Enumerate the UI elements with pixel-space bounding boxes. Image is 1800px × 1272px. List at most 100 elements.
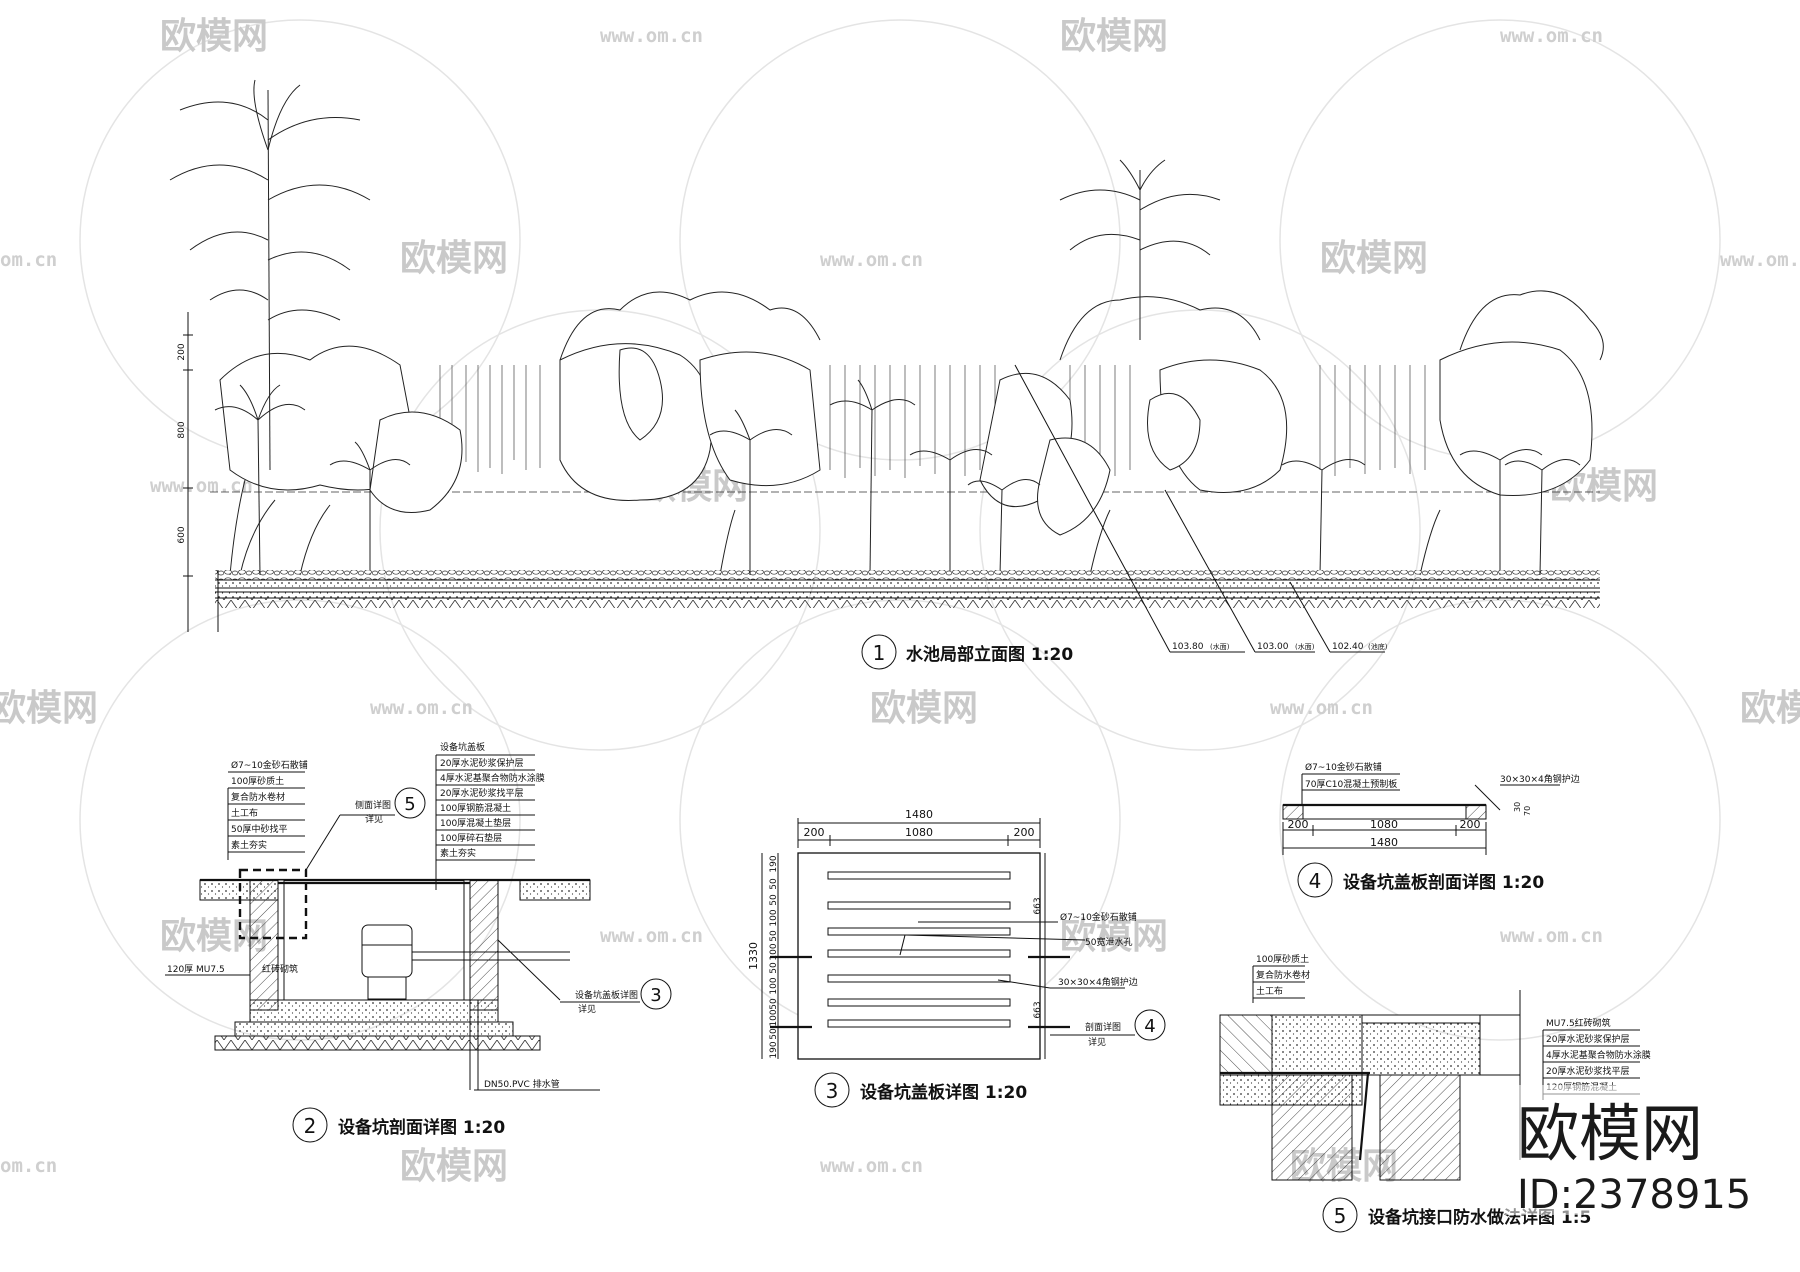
svg-text:50: 50 [769,962,779,974]
svg-text:100: 100 [769,977,779,994]
svg-text:100: 100 [769,943,779,960]
svg-text:复合防水卷材: 复合防水卷材 [1256,969,1310,981]
svg-text:土工布: 土工布 [231,807,258,819]
svg-text:20厚水泥砂浆保护层: 20厚水泥砂浆保护层 [440,757,523,769]
cover-plate-section-figure: Ø7~10金砂石散铺 70厚C10混凝土预制板 30×30×4角钢护边 30 7… [1282,761,1580,898]
watermark-url: www.om.cn [820,1155,923,1177]
waterproof-joint-detail-figure: 100厚砂质土 复合防水卷材 土工布 MU7.5红砖砌筑 20厚水泥砂浆保护层 [1219,953,1651,1233]
watermark-url: www.om.cn [1720,249,1800,271]
dim-right-bottom: 663 [1033,1001,1043,1018]
brand-stamp: 欧模网 ID:2378915 [1505,1085,1751,1218]
svg-text:200: 200 [1014,826,1035,839]
svg-text:素土夯实: 素土夯实 [440,847,476,859]
ref3-text-1: 设备坑盖板详图 [575,989,638,1001]
ref4-num: 4 [1144,1016,1155,1037]
figure-number: 1 [873,641,886,665]
svg-text:30×30×4角钢护边: 30×30×4角钢护边 [1058,976,1138,988]
svg-text:设备坑盖板: 设备坑盖板 [440,741,485,753]
watermark-url: www.om.cn [820,249,923,271]
watermark-url: www.om.cn [600,25,703,47]
right-layer-labels: 设备坑盖板 20厚水泥砂浆保护层 4厚水泥基聚合物防水涂膜 20厚水泥砂浆找平层… [435,741,545,890]
wall-label-2: 红砖砌筑 [262,963,298,975]
rock-group [219,341,1593,536]
pit-base-slab [249,999,499,1023]
thickness-dim-2: 30 [1513,802,1522,812]
svg-text:20厚水泥砂浆找平层: 20厚水泥砂浆找平层 [1546,1065,1629,1077]
watermark-brand: 欧模网 [400,1146,508,1187]
svg-text:190: 190 [769,1041,779,1058]
ref4-text-2: 详见 [1088,1036,1106,1048]
brand-name: 欧模网 [1517,1097,1703,1170]
equipment-pit-section-figure: Ø7~10金砂石散铺 100厚砂质土 复合防水卷材 土工布 50厚中砂找平 素土… [165,741,672,1143]
thickness-dim: 70 [1523,806,1532,816]
svg-text:MU7.5红砖砌筑: MU7.5红砖砌筑 [1546,1017,1611,1029]
pit-wall-left [249,879,279,1011]
dim-600: 600 [177,526,187,543]
svg-text:50: 50 [769,894,779,906]
svg-text:100厚混凝土垫层: 100厚混凝土垫层 [440,817,511,829]
svg-text:100厚砂质土: 100厚砂质土 [231,775,284,787]
watermark-url: www.om.cn [1500,925,1603,947]
svg-text:1080: 1080 [905,826,933,839]
shrub-row [559,290,1604,361]
plant-papyrus [214,379,1581,576]
plant-left-tall [169,79,371,471]
joint-section [1219,990,1521,1181]
figure-number: 5 [1334,1204,1347,1228]
svg-text:100厚钢筋混凝土: 100厚钢筋混凝土 [440,802,511,814]
watermark-brand: 欧模网 [1740,688,1800,729]
figure-title: 设备坑剖面详图 1:20 [338,1117,505,1138]
watermark-url: om.cn [0,249,57,271]
figure-title: 设备坑盖板剖面详图 1:20 [1343,872,1544,893]
watermark-url: om.cn [0,1155,57,1177]
svg-text:土工布: 土工布 [1256,985,1283,997]
plant-center-tall [1059,159,1221,340]
wall-label: 120厚 MU7.5 [167,964,225,975]
svg-text:1080: 1080 [1370,818,1398,831]
ref5-text-1: 侧面详图 [355,799,391,811]
pit-wall-right [469,879,499,1011]
svg-text:190: 190 [769,855,779,872]
figure-number: 4 [1309,869,1322,893]
svg-text:复合防水卷材: 复合防水卷材 [231,791,285,803]
pipe-label: DN50.PVC 排水管 [484,1078,560,1090]
ref3-num: 3 [650,985,661,1006]
svg-text:50宽泄水孔: 50宽泄水孔 [1085,936,1132,948]
svg-text:100厚碎石垫层: 100厚碎石垫层 [440,832,502,844]
ref5-num: 5 [404,794,415,815]
svg-text:70厚C10混凝土预制板: 70厚C10混凝土预制板 [1305,778,1397,790]
svg-text:20厚水泥砂浆保护层: 20厚水泥砂浆保护层 [1546,1033,1629,1045]
ref4-text-1: 剖面详图 [1085,1021,1121,1033]
svg-text:100厚砂质土: 100厚砂质土 [1256,953,1309,965]
pebble-layer [215,570,1600,580]
detail-callout-box [238,868,308,940]
figure-number: 3 [826,1079,839,1103]
waterfall [439,365,1426,478]
svg-text:200: 200 [804,826,825,839]
watermark-url: www.om.cn [1270,697,1373,719]
dim-total-width: 1480 [905,808,933,821]
level-value-3: 102.40 [1332,642,1364,652]
ref5-text-2: 详见 [365,813,383,825]
figure-title: 水池局部立面图 1:20 [906,644,1073,665]
level-note-2: (水面) [1295,642,1315,651]
left-layer-labels: Ø7~10金砂石散铺 100厚砂质土 复合防水卷材 土工布 50厚中砂找平 素土… [227,759,308,860]
watermark-url: www.om.cn [150,475,253,497]
left-dim-labels: 190 50 50 100 50 100 50 100 50 100 50 19… [769,855,779,1058]
pump [361,924,570,1000]
svg-text:100: 100 [769,909,779,926]
svg-text:Ø7~10金砂石散铺: Ø7~10金砂石散铺 [231,759,308,771]
dim-right-top: 663 [1033,897,1043,914]
concrete-layer [215,580,1600,588]
watermark-url: www.om.cn [1500,25,1603,47]
level-leaders [1014,364,1385,653]
svg-text:50: 50 [769,1028,779,1040]
level-value-1: 103.80 [1172,642,1204,652]
soil-layer [215,598,1600,608]
cover-plate-section [1282,804,1487,820]
dim-total: 1480 [1370,836,1398,849]
grass-tufts [229,479,1441,576]
watermark-brand: 欧模网 [1060,16,1168,57]
svg-text:Ø7~10金砂石散铺: Ø7~10金砂石散铺 [1060,911,1137,923]
watermark-brand-partial: 欧模网 [0,688,98,729]
